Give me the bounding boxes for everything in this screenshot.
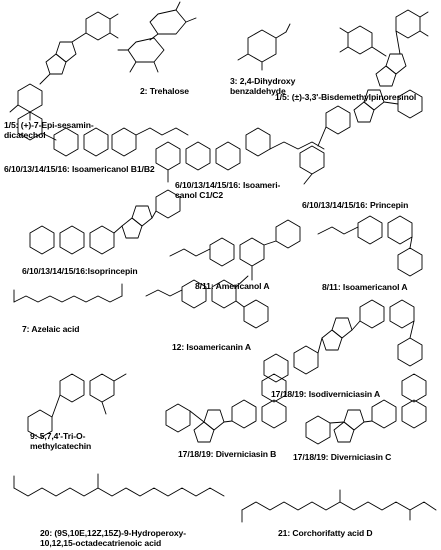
label-isodiverniciasin-a: 17/18/19: Isodiverniciasin A (271, 389, 381, 399)
label-americanol-a: 8/11: Americanol A (195, 281, 270, 291)
structure-trehalose (117, 1, 197, 73)
label-trehalose: 2: Trehalose (140, 86, 189, 96)
label-isoamericanol-b: 6/10/13/14/15/16: Isoamericanol B1/B2 (4, 164, 155, 174)
structure-trimethylcatechin (27, 373, 127, 439)
structure-isoamericanol-a (317, 215, 423, 277)
structure-dihydroxybenzaldehyde (237, 23, 291, 71)
structure-princepin (299, 89, 423, 185)
structure-epi-sesamin-dicatechol (9, 11, 119, 121)
structure-americanol-a (169, 219, 301, 281)
label-epi-sesamin-dicatechol: 1/5: (+)-7-Epi-sesamin-dicatechol (4, 120, 94, 140)
structure-isoprincepin (29, 189, 181, 255)
structure-hydroperoxy-acid (13, 473, 225, 497)
label-isoamericanol-a: 8/11: Isoamericanol A (322, 282, 408, 292)
label-isoprincepin: 6/10/13/14/15/16:Isoprincepin (22, 266, 138, 276)
structure-isoamericanin-a (145, 275, 269, 329)
label-princepin: 6/10/13/14/15/16: Princepin (302, 200, 409, 210)
label-corchorifatty-acid: 21: Corchorifatty acid D (278, 528, 373, 538)
structure-diverniciasin-b (165, 373, 287, 443)
label-bisdemethylpinoresinol: 1/5: (±)-3,3'-Bisdemethylpinoresinol (275, 92, 417, 102)
structure-isoamericanol-c (155, 127, 325, 183)
structure-isoamericanol-b (17, 111, 189, 157)
structure-bisdemethylpinoresinol (339, 9, 429, 87)
label-azelaic-acid: 7: Azelaic acid (22, 324, 80, 334)
label-isoamericanin-a: 12: Isoamericanin A (172, 342, 251, 352)
label-trimethylcatechin: 9: 5,7,4'-Tri-O-methylcatechin (30, 431, 92, 451)
structure-azelaic-acid (13, 283, 123, 303)
label-isoamericanol-c: 6/10/13/14/15/16: Isoameri-canol C1/C2 (175, 180, 281, 200)
label-hydroperoxy-acid: 20: (9S,10E,12Z,15Z)-9-Hydroperoxy-10,12… (40, 528, 186, 548)
structure-isodiverniciasin-a (263, 299, 423, 383)
label-diverniciasin-b: 17/18/19: Diverniciasin B (178, 449, 277, 459)
label-diverniciasin-c: 17/18/19: Diverniciasin C (293, 452, 392, 462)
structure-corchorifatty-acid (241, 489, 437, 523)
structure-diverniciasin-c (305, 373, 427, 445)
